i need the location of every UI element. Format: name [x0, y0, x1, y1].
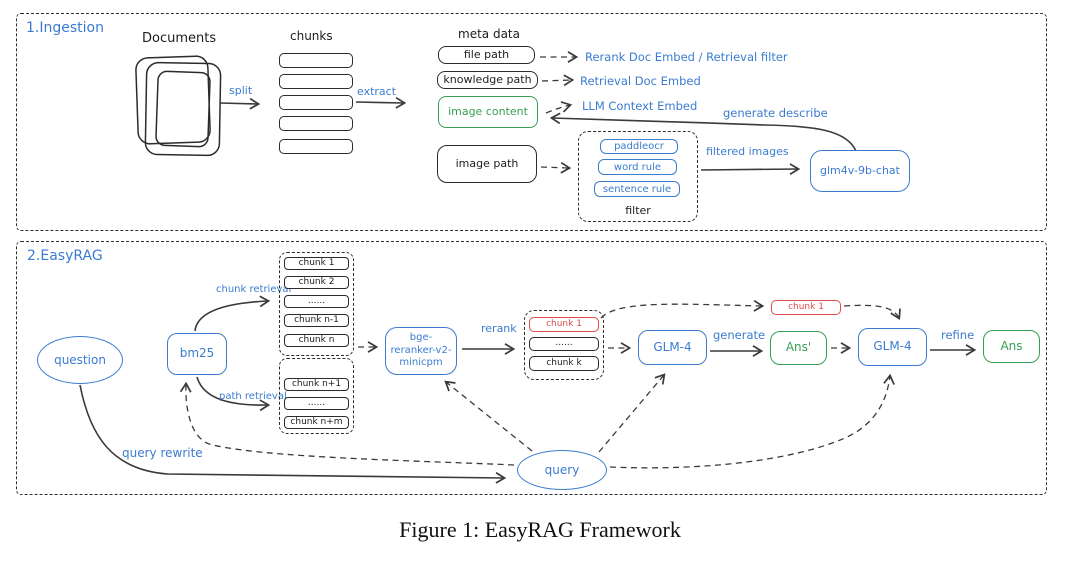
retrieval-doc-embed-label: Retrieval Doc Embed	[580, 74, 701, 88]
word-rule-box: word rule	[598, 159, 677, 175]
chunk-blank-box	[279, 53, 353, 68]
chunk-1-highlight-box: chunk 1	[771, 300, 841, 315]
bm25-box: bm25	[167, 333, 227, 375]
reranked-chunk-k-box: chunk k	[529, 356, 599, 371]
chunk-box: ......	[284, 397, 349, 410]
image-content-box: image content	[438, 96, 538, 128]
paddleocr-box: paddleocr	[600, 139, 678, 154]
question-node: question	[37, 336, 123, 384]
section-ingestion-border	[16, 13, 1047, 231]
reranked-stack-border	[524, 310, 604, 380]
chunk-blank-box	[279, 74, 353, 89]
bge-reranker-line: minicpm	[399, 357, 443, 369]
section-easyrag-label: 2.EasyRAG	[27, 248, 103, 264]
bge-reranker-line: reranker-v2-	[390, 344, 452, 356]
chunk-blank-box	[279, 139, 353, 154]
chunk-box: chunk n-1	[284, 314, 349, 327]
generate-describe-label: generate describe	[723, 106, 828, 120]
query-rewrite-label: query rewrite	[122, 446, 203, 460]
split-label: split	[229, 84, 253, 97]
chunk-box: chunk 1	[284, 257, 349, 270]
extract-label: extract	[357, 85, 397, 98]
chunk-blank-box	[279, 95, 353, 110]
chunk-stack-bottom-border	[279, 358, 354, 434]
rerank-doc-embed-label: Rerank Doc Embed / Retrieval filter	[585, 50, 788, 64]
bge-reranker-line: bge-	[409, 332, 433, 344]
filter-label: filter	[625, 204, 651, 217]
documents-label: Documents	[142, 31, 217, 46]
chunk-box: chunk n	[284, 334, 349, 347]
file-path-box: file path	[438, 46, 535, 64]
glm4-box-2: GLM-4	[858, 328, 927, 366]
meta-data-label: meta data	[458, 27, 520, 41]
path-retrieval-label: path retrieval	[219, 391, 287, 402]
chunk-stack-top-border	[279, 252, 354, 356]
chunk-box: chunk n+1	[284, 378, 349, 391]
ans-final-box: Ans	[983, 330, 1040, 363]
filter-group-border	[578, 131, 698, 222]
chunk-box: ......	[284, 295, 349, 308]
llm-context-embed-label: LLM Context Embed	[582, 99, 698, 113]
section-easyrag-border	[16, 241, 1047, 495]
refine-label: refine	[941, 328, 975, 342]
knowledge-path-box: knowledge path	[437, 71, 538, 89]
chunk-box: chunk n+m	[284, 416, 349, 429]
image-path-box: image path	[437, 145, 537, 183]
generate-label: generate	[713, 328, 766, 342]
section-ingestion-label: 1.Ingestion	[26, 20, 104, 36]
reranked-chunk-1-box: chunk 1	[529, 317, 599, 332]
bge-reranker-box: bge- reranker-v2- minicpm	[385, 327, 457, 375]
filtered-images-label: filtered images	[706, 145, 789, 158]
glm4v-9b-chat-box: glm4v-9b-chat	[810, 150, 910, 192]
rerank-label: rerank	[481, 322, 517, 335]
chunk-retrieval-label: chunk retrieval	[216, 284, 292, 295]
reranked-dots-box: ......	[529, 337, 599, 351]
glm4-box-1: GLM-4	[638, 330, 707, 365]
chunk-box: chunk 2	[284, 276, 349, 289]
sentence-rule-box: sentence rule	[594, 181, 680, 197]
figure-caption: Figure 1: EasyRAG Framework	[399, 517, 681, 542]
query-node: query	[517, 450, 607, 490]
chunk-blank-box	[279, 116, 353, 131]
chunks-label: chunks	[290, 29, 333, 43]
ans-draft-box: Ans'	[770, 331, 827, 365]
